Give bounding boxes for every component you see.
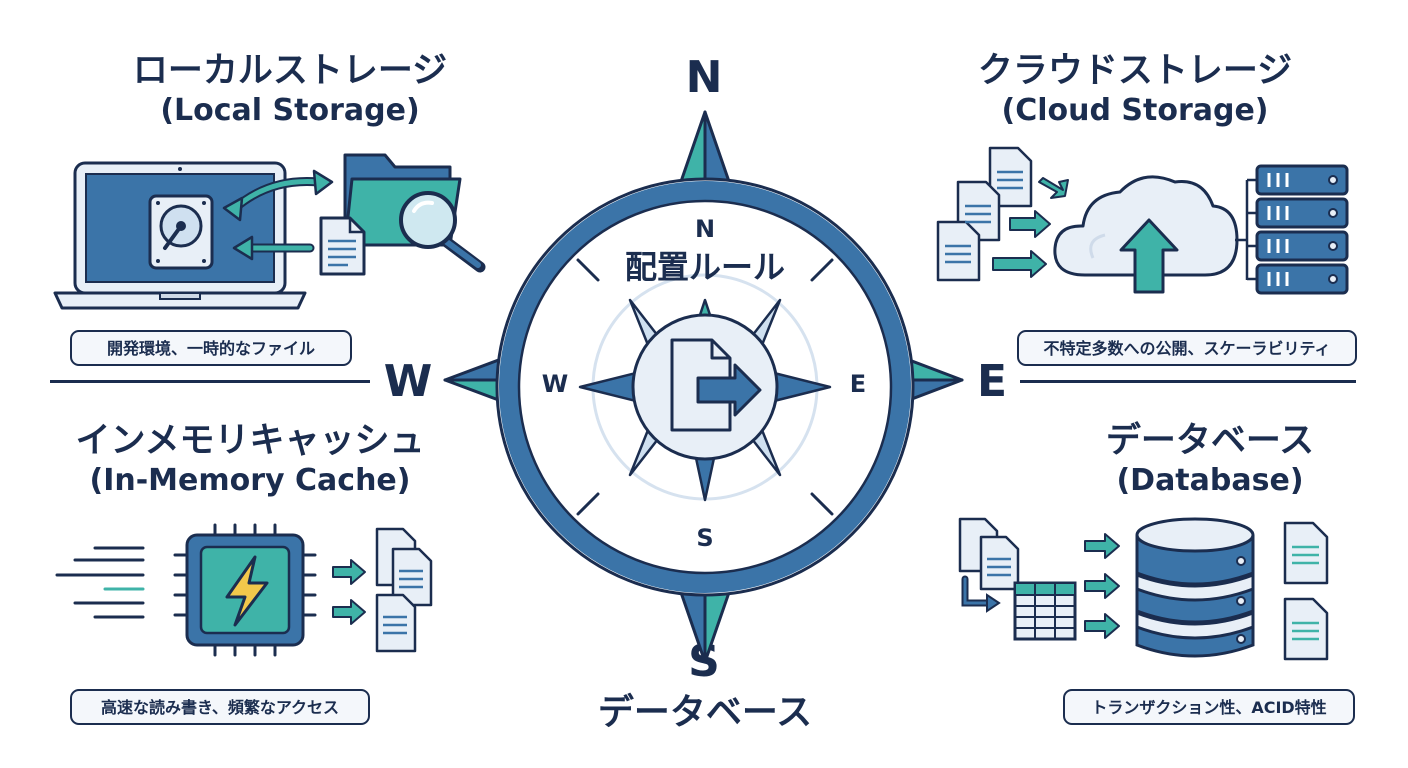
hard-drive-icon <box>148 194 214 270</box>
database-illustration <box>958 517 1329 661</box>
laptop-illustration <box>53 161 307 310</box>
compass-bottom-label: データベース <box>597 692 813 733</box>
compass-west-label: W <box>383 356 433 407</box>
cloud-storage-title: クラウドストレージ (Cloud Storage) <box>935 50 1335 130</box>
compass-center-label: 配置ルール <box>624 248 785 286</box>
compass-north-label: N <box>685 52 723 103</box>
document-stack-icon <box>936 146 1033 282</box>
cloud-storage-title-ja: クラウドストレージ <box>977 51 1293 91</box>
in-memory-cache-title-en: (In-Memory Cache) <box>89 463 411 498</box>
database-title: データベース (Database) <box>1040 420 1380 500</box>
sync-arrows-icon <box>222 169 334 261</box>
database-cylinder-icon <box>1135 517 1255 658</box>
database-caption: トランザクション性、ACID特性 <box>1063 689 1355 725</box>
in-memory-cache-caption: 高速な読み書き、頻繁なアクセス <box>70 689 370 725</box>
local-storage-title-ja: ローカルストレージ <box>132 51 448 91</box>
inner-north-label: N <box>694 215 716 243</box>
local-storage-caption: 開発環境、一時的なファイル <box>70 330 352 366</box>
local-storage-title-en: (Local Storage) <box>160 93 420 128</box>
database-title-en: (Database) <box>1116 463 1304 498</box>
cloud-storage-caption: 不特定多数への公開、スケーラビリティ <box>1017 330 1357 366</box>
in-memory-cache-title-ja: インメモリキャッシュ <box>75 421 425 461</box>
cloud-upload-illustration <box>936 146 1349 295</box>
spreadsheet-icon <box>1013 581 1077 641</box>
compass-east-label: E <box>976 356 1008 407</box>
cpu-cache-illustration <box>55 523 433 657</box>
west-divider-line <box>50 380 370 383</box>
inner-south-label: S <box>696 524 714 552</box>
inner-east-label: E <box>849 370 867 398</box>
document-icon <box>319 216 366 276</box>
east-divider-line <box>1020 380 1356 383</box>
in-memory-cache-title: インメモリキャッシュ (In-Memory Cache) <box>40 420 460 500</box>
lightning-bolt-icon <box>225 555 269 627</box>
folder-search-icon <box>343 153 486 273</box>
cloud-storage-title-en: (Cloud Storage) <box>1001 93 1269 128</box>
database-title-ja: データベース <box>1105 421 1315 461</box>
local-storage-title: ローカルストレージ (Local Storage) <box>100 50 480 130</box>
inner-west-label: W <box>541 370 569 398</box>
server-rack-icon <box>1255 164 1349 295</box>
